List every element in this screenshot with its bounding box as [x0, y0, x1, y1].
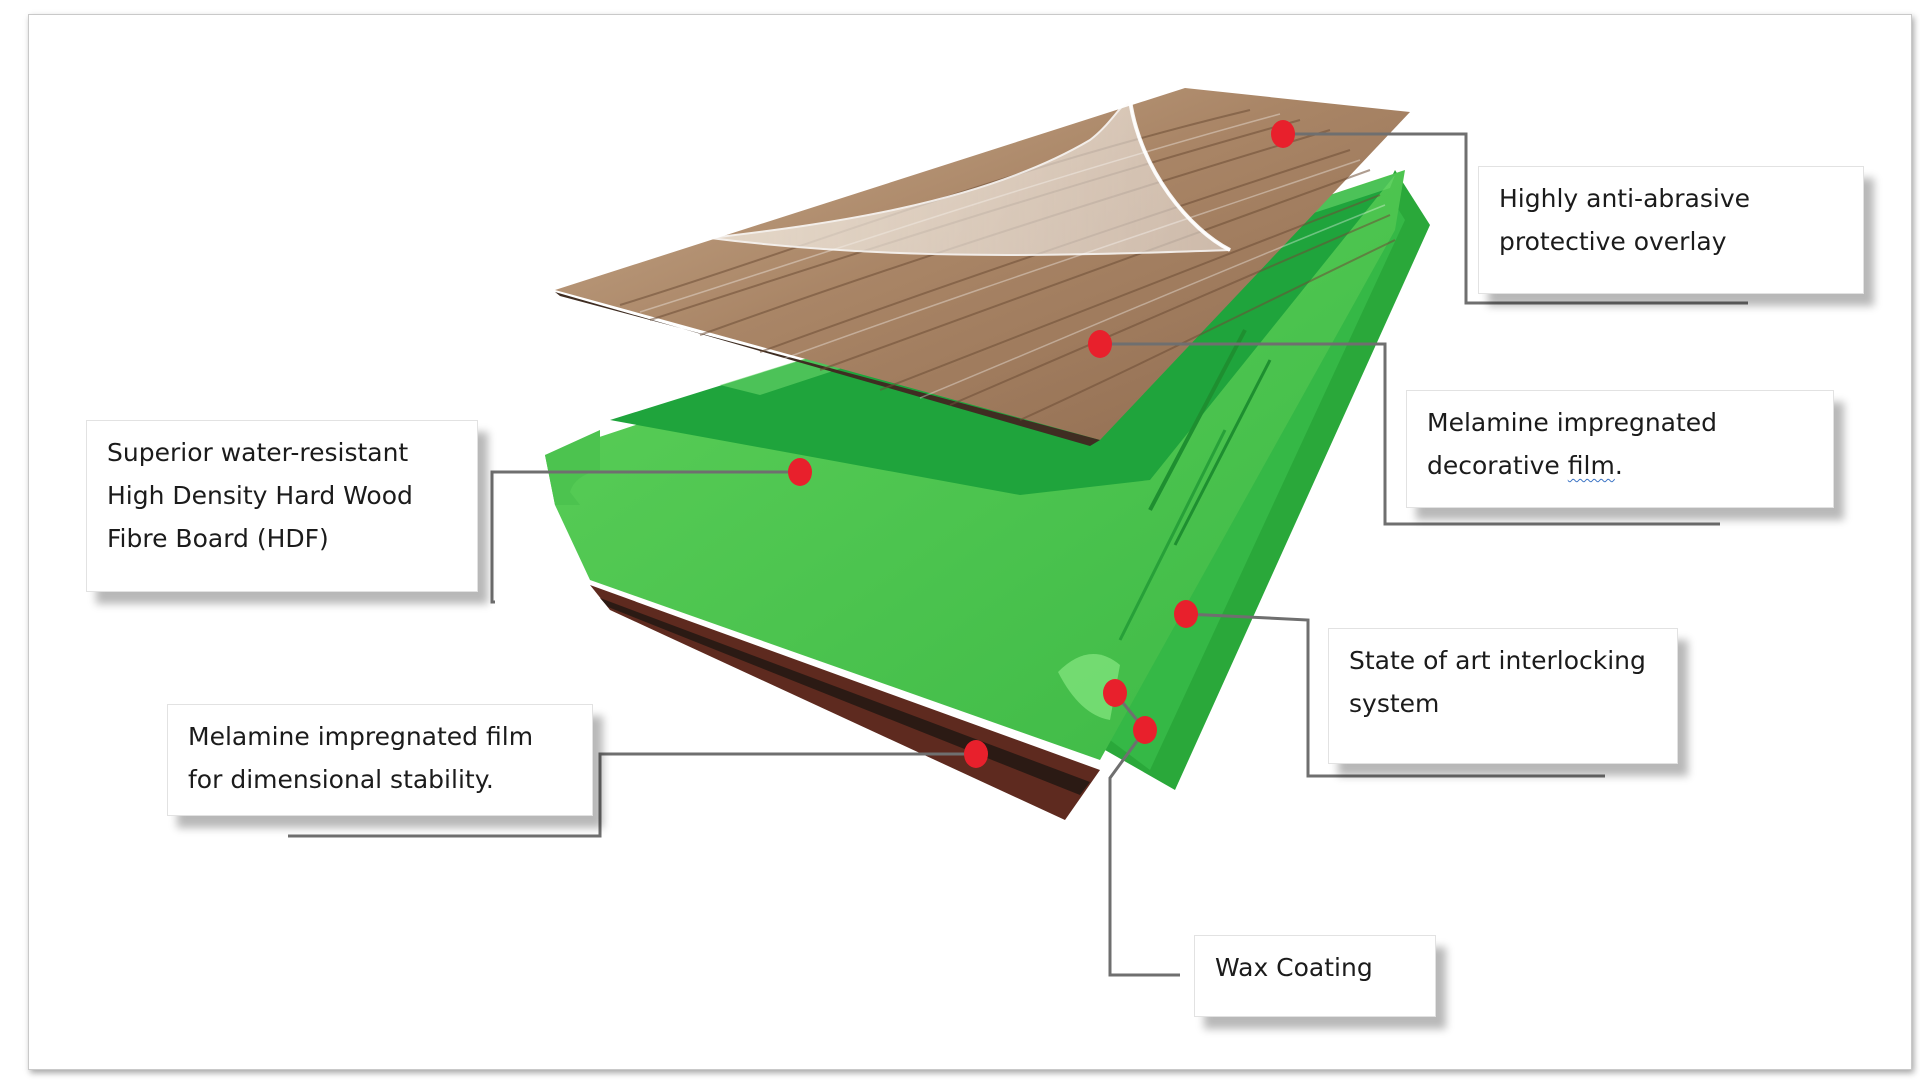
leader-interlock: [1185, 612, 1605, 778]
spellcheck-word: film: [1567, 451, 1615, 480]
callout-text: .: [1614, 451, 1623, 480]
callout-text: protective overlay: [1499, 227, 1727, 256]
leader-overlay: [1283, 132, 1748, 305]
marker-interlock: [1174, 600, 1198, 628]
callout-text: Superior water-resistant: [107, 438, 409, 467]
callout-text: decorative: [1427, 451, 1568, 480]
decorative-wood-layer: [555, 88, 1410, 446]
layer-markers: [788, 120, 1295, 768]
marker-wax-2: [1133, 716, 1157, 744]
callout-interlocking-system: State of art interlocking system: [1328, 628, 1678, 764]
callout-text: State of art interlocking: [1349, 646, 1646, 675]
callout-text: Highly anti-abrasive: [1499, 184, 1751, 213]
marker-decor: [1088, 330, 1112, 358]
callout-wax-coating: Wax Coating: [1194, 935, 1436, 1017]
leader-backing: [288, 752, 976, 838]
callout-text-line: decorative film.: [1427, 444, 1813, 487]
callout-backing-film: Melamine impregnated film for dimensiona…: [167, 704, 593, 816]
protective-overlay-layer: [709, 98, 1231, 256]
callout-text: Fibre Board (HDF): [107, 524, 329, 553]
callout-protective-overlay: Highly anti-abrasive protective overlay: [1478, 166, 1864, 294]
leader-wax: [1108, 692, 1180, 977]
callout-hdf-board: Superior water-resistant High Density Ha…: [86, 420, 478, 592]
marker-overlay: [1271, 120, 1295, 148]
marker-backing: [964, 740, 988, 768]
callout-text: Melamine impregnated: [1427, 408, 1718, 437]
callout-decorative-film: Melamine impregnated decorative film.: [1406, 390, 1834, 508]
leader-decor: [1100, 342, 1720, 526]
callout-text: Wax Coating: [1215, 953, 1373, 982]
callout-text: Melamine impregnated film: [188, 722, 534, 751]
marker-hdf: [788, 458, 812, 486]
callout-text: system: [1349, 689, 1440, 718]
marker-wax-1: [1103, 679, 1127, 707]
callout-text: for dimensional stability.: [188, 765, 494, 794]
leader-hdf: [490, 470, 800, 604]
callout-text: High Density Hard Wood: [107, 481, 413, 510]
leader-lines: [288, 132, 1748, 977]
